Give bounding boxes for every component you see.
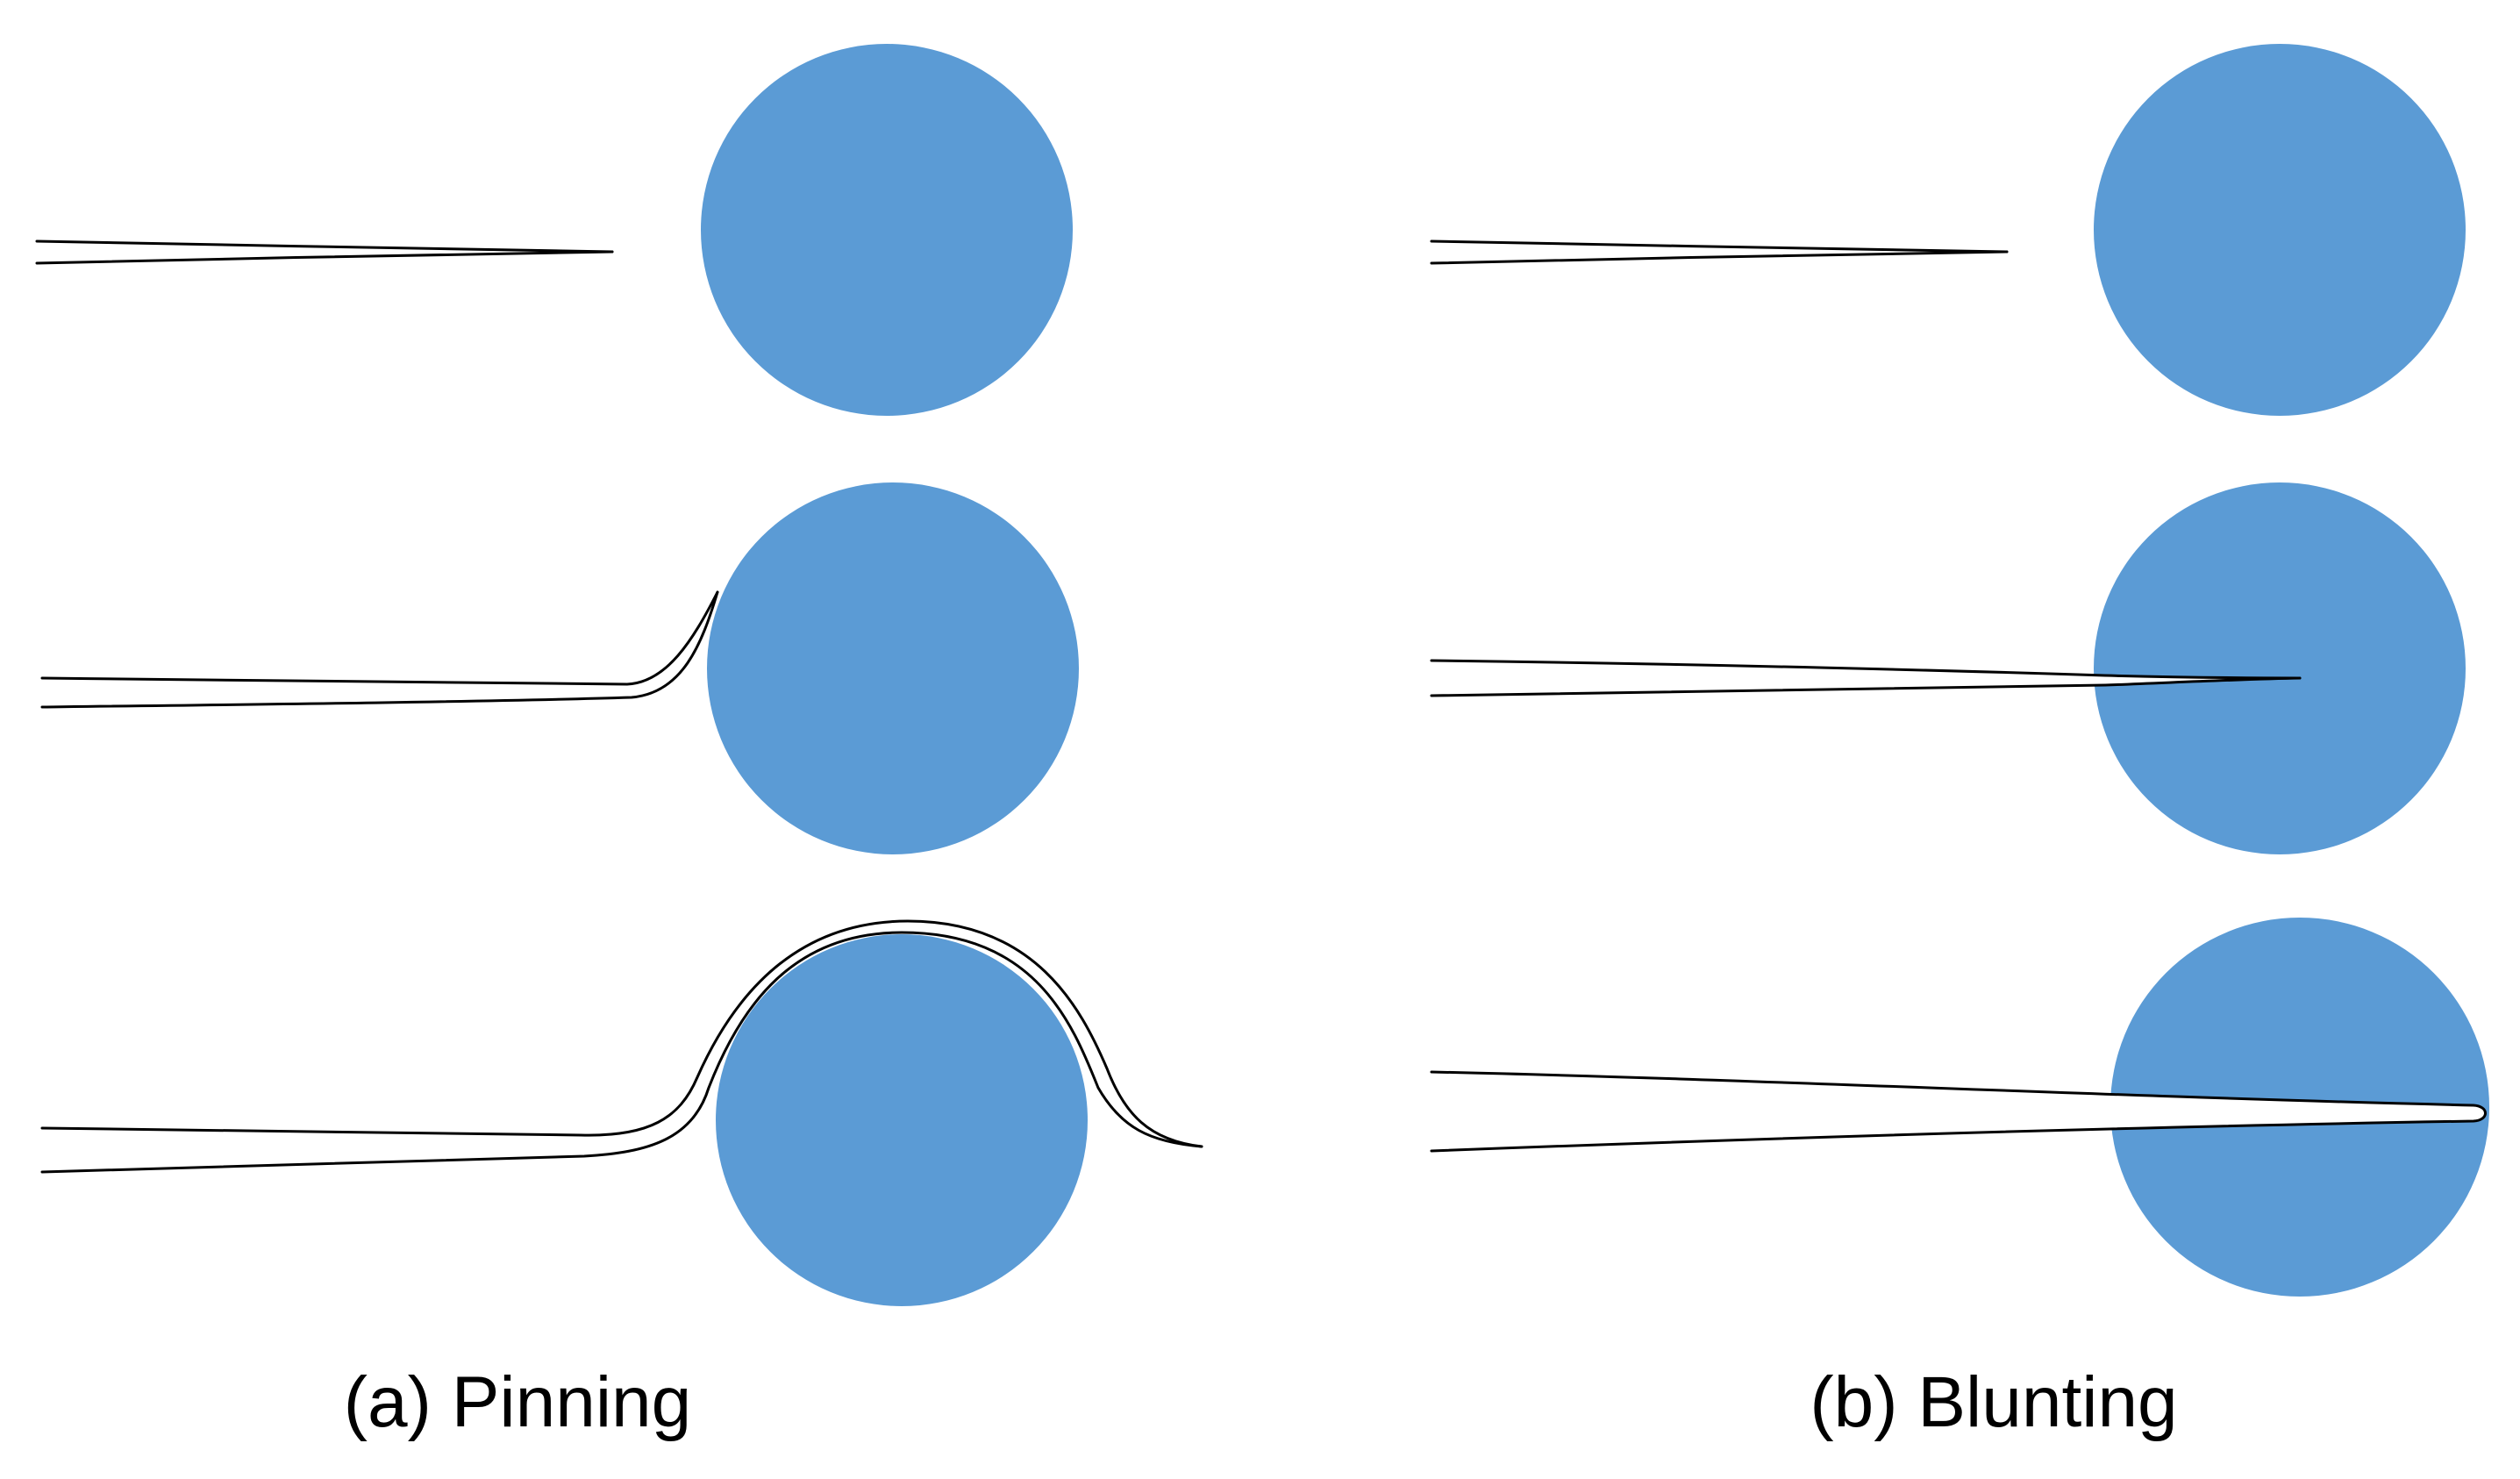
crack <box>40 590 719 709</box>
pinning-stage-3 <box>40 919 1203 1306</box>
particle <box>2094 482 2466 854</box>
particle <box>701 44 1073 416</box>
panel-a-label: (a) Pinning <box>344 1362 692 1442</box>
particle <box>2094 44 2466 416</box>
particle <box>707 482 1079 854</box>
blunting-stage-2 <box>1430 482 2466 854</box>
panel-b-label: (b) Blunting <box>1810 1362 2177 1442</box>
panel-b-blunting: (b) Blunting <box>1430 44 2489 1442</box>
crack <box>1430 239 2009 265</box>
crack <box>1430 659 2302 697</box>
pinning-stage-2 <box>40 482 1079 854</box>
crack <box>40 919 1203 1174</box>
blunting-stage-3 <box>1430 918 2489 1297</box>
crack <box>1430 1070 2487 1153</box>
blunting-stage-1 <box>1430 44 2466 416</box>
particle <box>716 934 1088 1306</box>
panel-a-pinning: (a) Pinning <box>35 44 1203 1442</box>
pinning-stage-1 <box>35 44 1073 416</box>
crack <box>35 239 614 265</box>
